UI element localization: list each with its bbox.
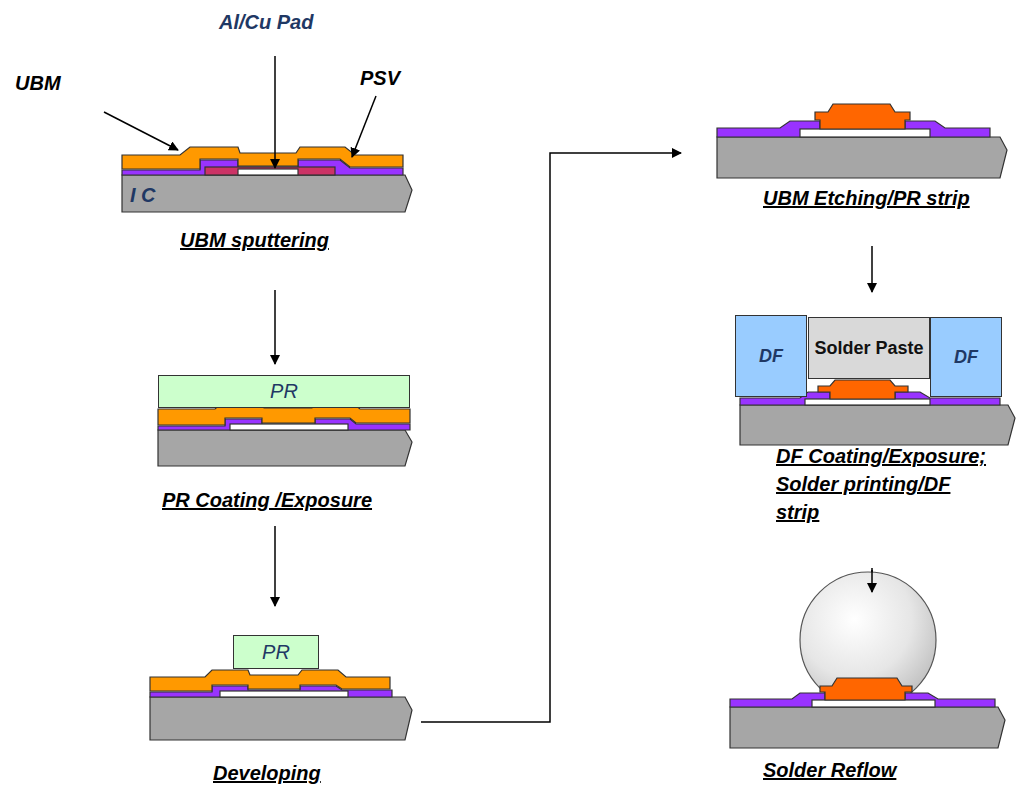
process-layer-box: DF — [735, 315, 807, 397]
wafer-step-6 — [730, 572, 1005, 748]
part-label: UBM — [15, 71, 61, 95]
part-label: Al/Cu Pad — [219, 10, 313, 34]
process-layer-box: PR — [233, 635, 319, 669]
process-layer-box: DF — [930, 317, 1002, 397]
flow-arrows — [275, 153, 872, 722]
box-text: PR — [270, 380, 298, 403]
box-text: I C — [130, 184, 156, 207]
step-caption: UBM Etching/PR strip — [763, 186, 970, 210]
leader-lines — [104, 56, 376, 168]
box-text: DF — [759, 346, 783, 367]
step-caption: Solder Reflow — [763, 758, 896, 782]
step-caption: Developing — [213, 761, 321, 785]
step-caption: UBM sputtering — [180, 228, 329, 252]
process-layer-box: Solder Paste — [808, 317, 930, 379]
wafer-step-3 — [150, 670, 412, 740]
process-layer-box: PR — [158, 375, 410, 408]
process-layer-box: I C — [130, 180, 190, 211]
wafer-step-1 — [122, 147, 412, 212]
wafer-step-2 — [158, 403, 412, 466]
box-text: PR — [262, 641, 290, 664]
box-text: Solder Paste — [814, 338, 923, 359]
step-caption: DF Coating/Exposure; Solder printing/DF … — [776, 442, 991, 526]
part-label: PSV — [360, 66, 400, 90]
step-caption: PR Coating /Exposure — [162, 488, 372, 512]
box-text: DF — [954, 347, 978, 368]
wafer-step-4 — [717, 104, 1007, 178]
